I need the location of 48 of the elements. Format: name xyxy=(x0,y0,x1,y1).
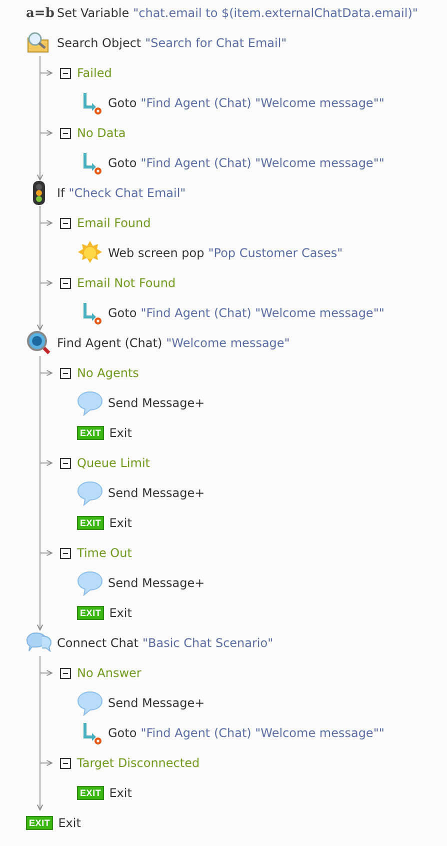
step-target: "chat.email to $(item.externalChatData.email)" xyxy=(133,6,418,20)
step-name: Goto xyxy=(108,306,137,320)
branch-arrow xyxy=(40,56,52,136)
step-target: "Find Agent (Chat) "Welcome message"" xyxy=(140,156,384,170)
step-name: Search Object xyxy=(57,36,142,50)
step-target: "Pop Customer Cases" xyxy=(208,246,343,260)
branch-label: No Data xyxy=(77,126,126,140)
branch-arrow xyxy=(40,656,52,766)
branch-label: Failed xyxy=(77,66,112,80)
step-name: Goto xyxy=(108,156,137,170)
step-name: Exit xyxy=(109,516,132,530)
step-name: Send Message+ xyxy=(108,486,205,500)
branch-arrow xyxy=(40,356,52,556)
step-name: Exit xyxy=(109,606,132,620)
branch-label: Email Found xyxy=(77,216,151,230)
step-target: "Basic Chat Scenario" xyxy=(142,636,274,650)
step-name: If xyxy=(57,186,65,200)
exit-badge: EXIT xyxy=(26,816,54,830)
step-name: Goto xyxy=(108,726,137,740)
branch-label: Email Not Found xyxy=(77,276,176,290)
step-name: Exit xyxy=(109,426,132,440)
step-target: "Welcome message" xyxy=(166,336,290,350)
exit-badge: EXIT xyxy=(77,606,104,620)
branch-label: No Answer xyxy=(77,666,142,680)
step-name: Send Message+ xyxy=(108,696,205,710)
step-target: "Search for Chat Email" xyxy=(145,36,287,50)
step-target: "Find Agent (Chat) "Welcome message"" xyxy=(140,726,384,740)
step-target: "Find Agent (Chat) "Welcome message"" xyxy=(140,96,384,110)
assignment-icon: a=b xyxy=(26,6,52,20)
step-name: Exit xyxy=(58,816,81,830)
exit-badge: EXIT xyxy=(77,426,104,440)
exit-badge: EXIT xyxy=(77,786,104,800)
branch-label: Time Out xyxy=(77,546,132,560)
step-name: Web screen pop xyxy=(108,246,204,260)
branch-label: Queue Limit xyxy=(77,456,150,470)
step-name: Connect Chat xyxy=(57,636,138,650)
step-name: Set Variable xyxy=(57,6,130,20)
step-name: Send Message+ xyxy=(108,396,205,410)
step-target: "Check Chat Email" xyxy=(68,186,186,200)
branch-arrow xyxy=(40,206,52,286)
branch-label: No Agents xyxy=(77,366,139,380)
step-target: "Find Agent (Chat) "Welcome message"" xyxy=(140,306,384,320)
step-name: Exit xyxy=(109,786,132,800)
step-name: Find Agent (Chat) xyxy=(57,336,162,350)
step-name: Goto xyxy=(108,96,137,110)
branch-label: Target Disconnected xyxy=(77,756,200,770)
step-name: Send Message+ xyxy=(108,576,205,590)
exit-badge: EXIT xyxy=(77,516,104,530)
